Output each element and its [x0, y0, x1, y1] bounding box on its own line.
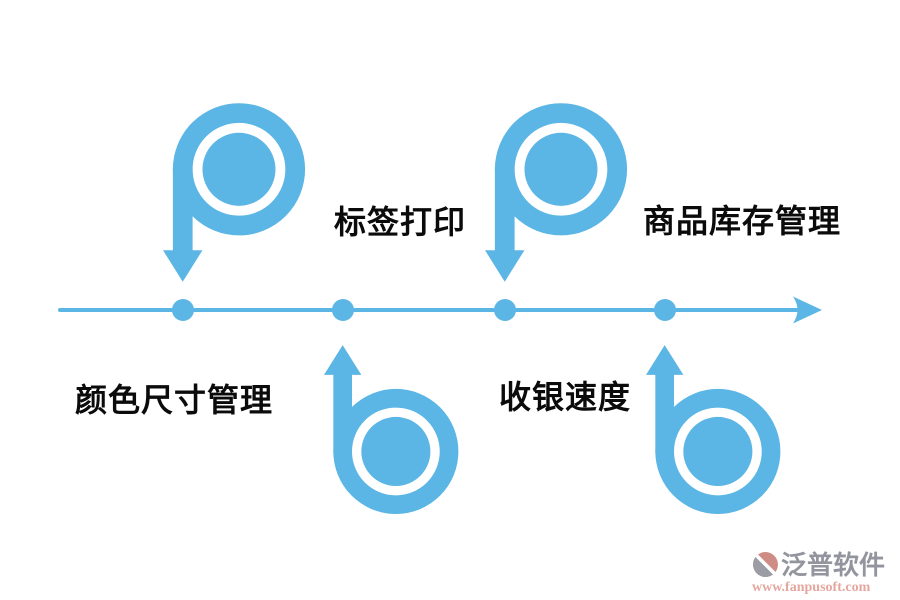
spiral-core — [683, 416, 753, 486]
spiral-core — [202, 132, 276, 206]
spiral-core — [524, 132, 598, 206]
spiral-arrowhead — [646, 345, 684, 375]
milestone-label-3: 收银速度 — [498, 379, 632, 415]
spiral-tail — [333, 373, 352, 454]
timeline-dot-2 — [332, 299, 354, 321]
timeline-dot-1 — [172, 299, 194, 321]
milestone-label-1: 颜色尺寸管理 — [74, 382, 274, 418]
spiral-arrowhead — [324, 345, 362, 375]
timeline-line — [58, 308, 803, 312]
watermark-brand-text: 泛普软件 — [781, 549, 886, 580]
spiral-arrow-down-icon-2 — [485, 103, 628, 282]
milestone-label-4: 商品库存管理 — [642, 203, 842, 239]
timeline-dot-4 — [654, 299, 676, 321]
milestone-label-2: 标签打印 — [333, 204, 467, 240]
spiral-tail — [172, 167, 193, 253]
spiral-tail — [655, 373, 674, 454]
timeline-arrowhead-icon — [793, 296, 822, 324]
logo-slash — [752, 551, 779, 578]
timeline-axis — [58, 296, 822, 324]
spiral-arrow-up-icon-2 — [646, 345, 781, 514]
spiral-tail — [494, 167, 515, 253]
watermark-brand-row: 泛普软件 — [752, 550, 897, 579]
watermark-url-text: www.fanpusoft.com — [752, 580, 871, 595]
spiral-arrowhead — [485, 250, 525, 282]
logo-half-gray — [753, 555, 775, 577]
spiral-arrow-down-icon-1 — [163, 103, 306, 282]
fanpu-logo-icon — [752, 551, 779, 578]
timeline-dot-3 — [494, 299, 516, 321]
spiral-arrow-up-icon-1 — [324, 345, 459, 514]
spiral-core — [361, 416, 431, 486]
watermark: 泛普软件 www.fanpusoft.com — [752, 550, 897, 596]
spiral-arrowhead — [163, 250, 203, 282]
